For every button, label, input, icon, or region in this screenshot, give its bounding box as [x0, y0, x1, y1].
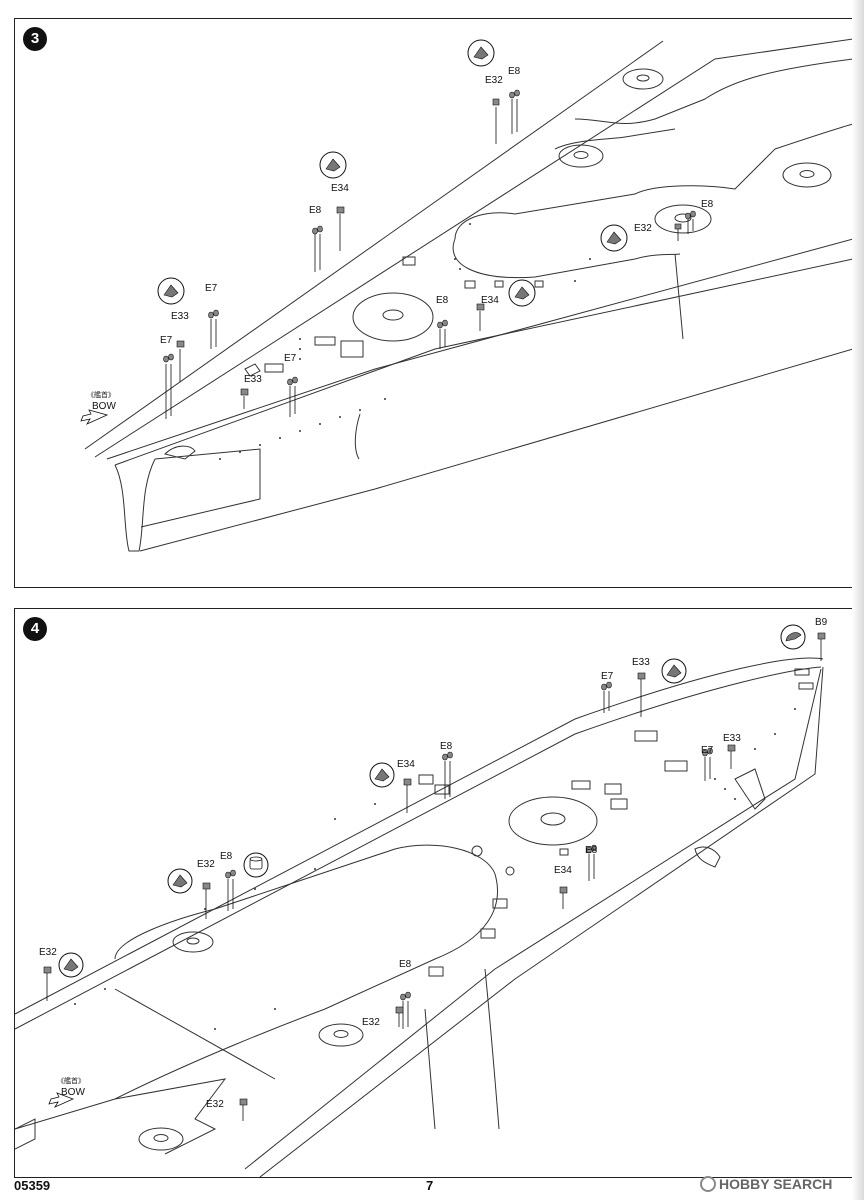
step-number: 4	[23, 617, 47, 641]
label-e32: E32	[362, 1017, 380, 1028]
hull-diagram-step-3: E32 E8 E34 E8 E32 E8 E8 E34 E7 E33 E7 E7…	[80, 38, 853, 552]
watermark: HOBBY SEARCH	[700, 1176, 832, 1192]
watermark-logo-icon	[700, 1176, 716, 1192]
watermark-text: HOBBY SEARCH	[719, 1176, 833, 1192]
label-e8: E8	[440, 741, 453, 752]
step-4-panel: 4	[14, 608, 854, 1178]
label-e32: E32	[206, 1099, 224, 1110]
bow-arrow-icon	[80, 409, 109, 425]
kit-code: 05359	[14, 1178, 51, 1193]
page-edge-shadow	[852, 0, 864, 1200]
label-e8: E8	[436, 295, 449, 306]
bow-label-cn: 《艦首》	[57, 1076, 85, 1085]
label-e7: E7	[160, 335, 173, 346]
label-e33: E33	[632, 657, 650, 668]
hull-diagram-step-4: B9 E7 E33 E7 E33 E8 E34 E8 E34 E8 E32 E8…	[15, 617, 828, 1177]
label-e34: E34	[481, 295, 499, 306]
page-number: 7	[426, 1178, 434, 1193]
label-e8: E8	[585, 845, 598, 856]
label-e33: E33	[171, 311, 189, 322]
bow-arrow-icon	[48, 1092, 75, 1108]
step-3-panel: 3	[14, 18, 854, 588]
label-e34: E34	[331, 183, 349, 194]
label-e7: E7	[205, 283, 218, 294]
bow-label: BOW	[92, 401, 116, 412]
label-e8: E8	[399, 959, 412, 970]
label-e32: E32	[485, 75, 503, 86]
label-e7: E7	[284, 353, 297, 364]
label-e32: E32	[197, 859, 215, 870]
label-e8: E8	[220, 851, 233, 862]
label-e8: E8	[701, 199, 714, 210]
label-e32: E32	[634, 223, 652, 234]
bow-label-cn: 《艦首》	[87, 390, 115, 399]
label-e33: E33	[723, 733, 741, 744]
label-e7: E7	[701, 745, 714, 756]
label-e8: E8	[508, 66, 521, 77]
bow-label: BOW	[61, 1087, 85, 1098]
label-e32: E32	[39, 947, 57, 958]
label-e8: E8	[309, 205, 322, 216]
label-e34: E34	[554, 865, 572, 876]
step-number: 3	[23, 27, 47, 51]
label-b9: B9	[815, 617, 828, 628]
label-e34: E34	[397, 759, 415, 770]
label-e33: E33	[244, 374, 262, 385]
label-e7: E7	[601, 671, 614, 682]
